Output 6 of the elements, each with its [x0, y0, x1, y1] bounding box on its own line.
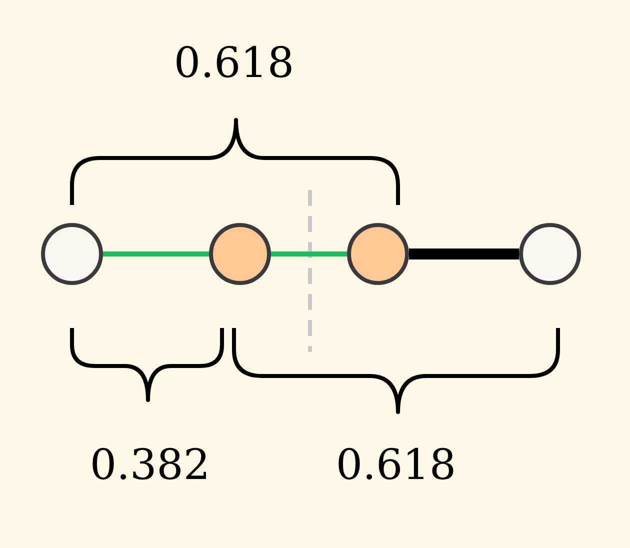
- length-label: 0.618: [336, 444, 456, 486]
- line-segment: [409, 248, 519, 260]
- line-segment: [103, 252, 209, 256]
- line-segment: [271, 252, 347, 256]
- length-label: 0.618: [174, 42, 294, 84]
- length-label: 0.382: [90, 444, 210, 486]
